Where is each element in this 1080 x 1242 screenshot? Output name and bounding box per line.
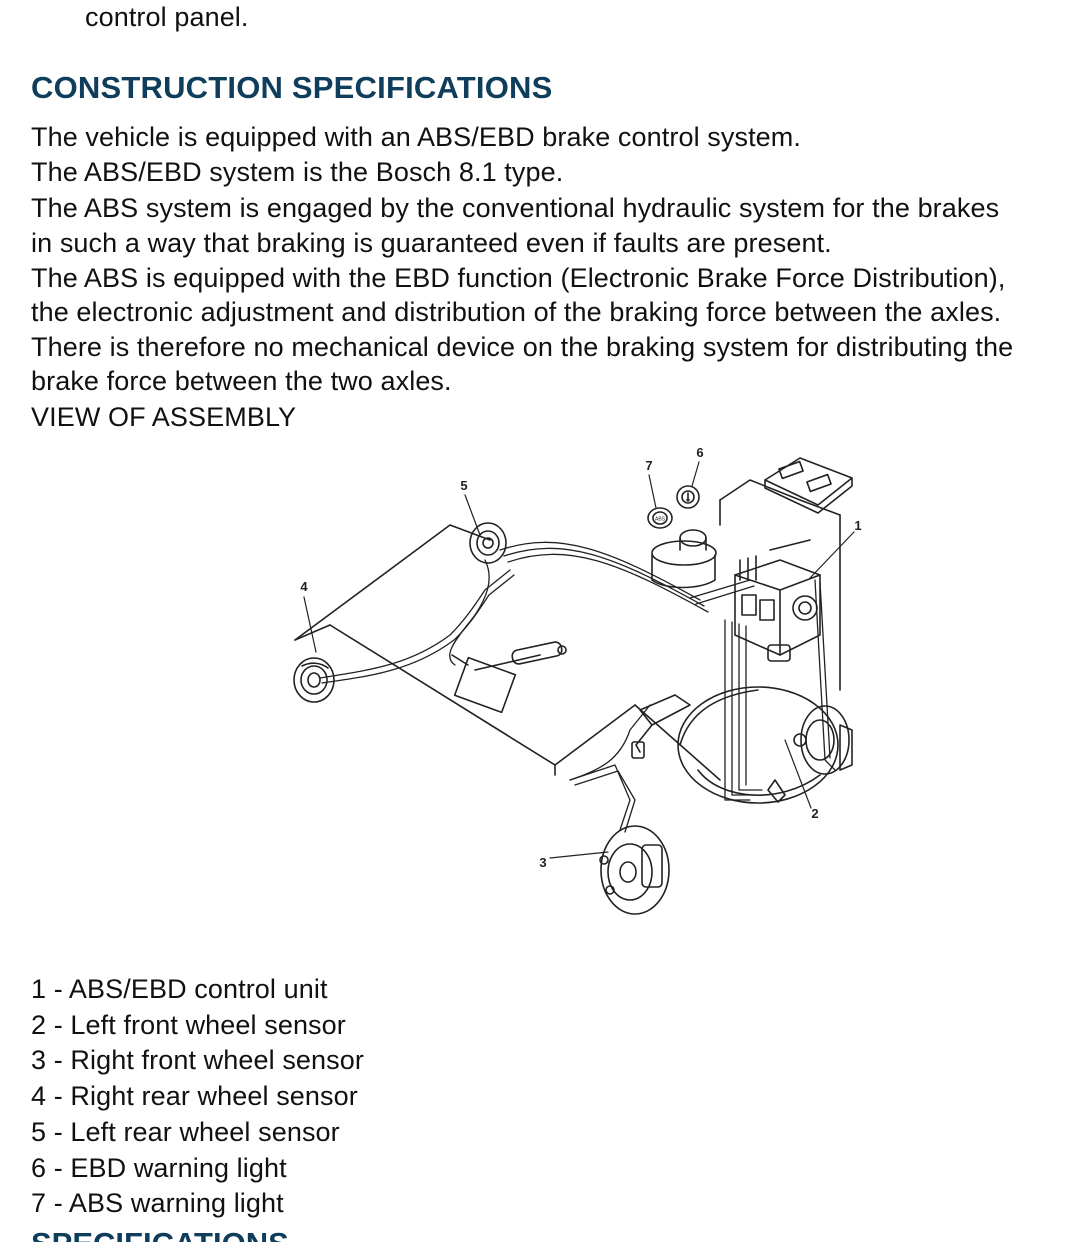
legend-item: 5 - Left rear wheel sensor: [31, 1117, 340, 1147]
left-rear-brake-drum: [469, 522, 507, 564]
callout-7: 7: [645, 458, 652, 473]
legend-item: 4 - Right rear wheel sensor: [31, 1081, 358, 1111]
legend-item: 1 - ABS/EBD control unit: [31, 974, 328, 1004]
section-title: CONSTRUCTION SPECIFICATIONS: [31, 70, 553, 105]
abs-ebd-hydraulic-unit: [734, 555, 821, 662]
callout-leaders: [303, 461, 855, 859]
paragraph-line: The ABS is equipped with the EBD functio…: [31, 263, 1006, 293]
paragraph-line: the electronic adjustment and distributi…: [31, 297, 1002, 327]
brake-servo-booster: [677, 686, 839, 804]
right-rear-brake-drum: [293, 657, 335, 703]
legend-item: 7 - ABS warning light: [31, 1188, 284, 1218]
callout-5: 5: [460, 478, 467, 493]
abs-badge-text: ABS: [655, 517, 666, 523]
legend-item: 2 - Left front wheel sensor: [31, 1010, 346, 1040]
callout-2: 2: [811, 806, 818, 821]
legend-item: 6 - EBD warning light: [31, 1153, 287, 1183]
brake-fluid-reservoir: [651, 529, 717, 589]
electronic-control-module: [764, 457, 853, 514]
paragraph-line: The vehicle is equipped with an ABS/EBD …: [31, 122, 801, 152]
legend-item: 3 - Right front wheel sensor: [31, 1045, 364, 1075]
paragraph-line: in such a way that braking is guaranteed…: [31, 228, 832, 258]
abs-warning-light: ABS: [647, 507, 673, 529]
callout-1: 1: [854, 518, 861, 533]
left-front-brake-disc: [767, 705, 853, 803]
paragraph-line: The ABS system is engaged by the convent…: [31, 193, 1000, 223]
callout-4: 4: [300, 579, 308, 594]
callout-3: 3: [539, 855, 546, 870]
paragraph-line: brake force between the two axles.: [31, 366, 452, 396]
handbrake-lever-assembly: [451, 641, 567, 714]
next-section-heading: SPECIFICATIONS: [31, 1226, 289, 1242]
right-front-brake-disc: [599, 825, 670, 915]
paragraph-line: The ABS/EBD system is the Bosch 8.1 type…: [31, 157, 564, 187]
top-text-fragment: control panel.: [85, 2, 249, 32]
chassis-frame-outline: [294, 479, 841, 781]
callout-6: 6: [696, 445, 703, 460]
view-of-assembly-label: VIEW OF ASSEMBLY: [31, 402, 297, 432]
paragraph-line: There is therefore no mechanical device …: [31, 332, 1014, 362]
ebd-warning-light: [676, 485, 700, 509]
brake-system-assembly-diagram: ABS: [293, 445, 862, 915]
brake-pedal: [631, 694, 691, 759]
